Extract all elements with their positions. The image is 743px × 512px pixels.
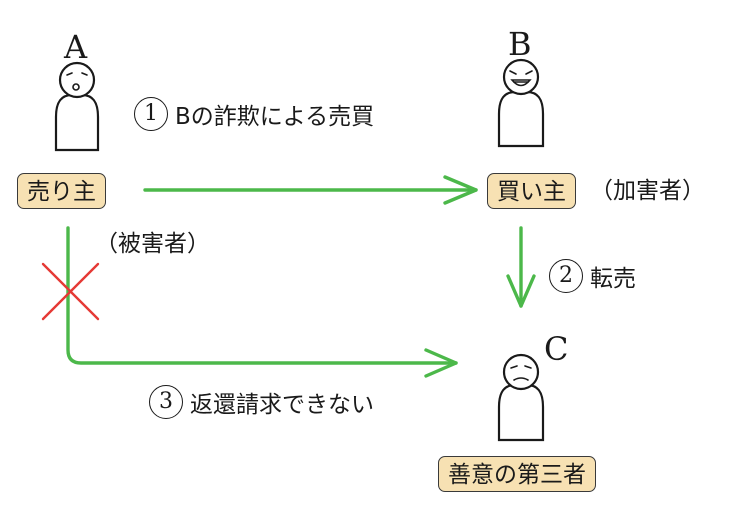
perpetrator-note: （加害者）: [590, 178, 705, 204]
person-c-figure: [497, 353, 545, 442]
step-3-number: 3: [149, 385, 183, 419]
arrows: [66, 175, 536, 378]
step-2: 2 転売: [549, 259, 636, 293]
step-1-text: Bの詐欺による売買: [175, 104, 375, 130]
worried-face-icon: [510, 365, 532, 381]
buyer-label: 買い主: [487, 173, 576, 209]
step-3: 3 返還請求できない: [149, 385, 374, 419]
third-party-label: 善意の第三者: [438, 456, 596, 492]
step-1-number: 1: [134, 97, 168, 131]
person-a-figure: [54, 61, 100, 152]
person-b-figure: [497, 58, 545, 148]
step-2-number: 2: [549, 259, 583, 293]
step-3-text: 返還請求できない: [190, 392, 374, 418]
arrow-return-claim: [66, 226, 458, 378]
person-b-letter: B: [508, 25, 532, 63]
surprised-face-icon: [66, 72, 88, 91]
arrow-seller-to-buyer: [143, 175, 478, 205]
seller-label: 売り主: [17, 173, 106, 209]
person-a-letter: A: [64, 28, 88, 66]
arrow-buyer-to-c: [506, 226, 536, 308]
person-c-letter: C: [544, 330, 569, 368]
victim-note: （被害者）: [95, 231, 210, 257]
grinning-face-icon: [509, 70, 533, 87]
cross-mark: [41, 262, 100, 321]
step-1: 1 Bの詐欺による売買: [134, 97, 374, 131]
step-2-text: 転売: [590, 266, 636, 292]
